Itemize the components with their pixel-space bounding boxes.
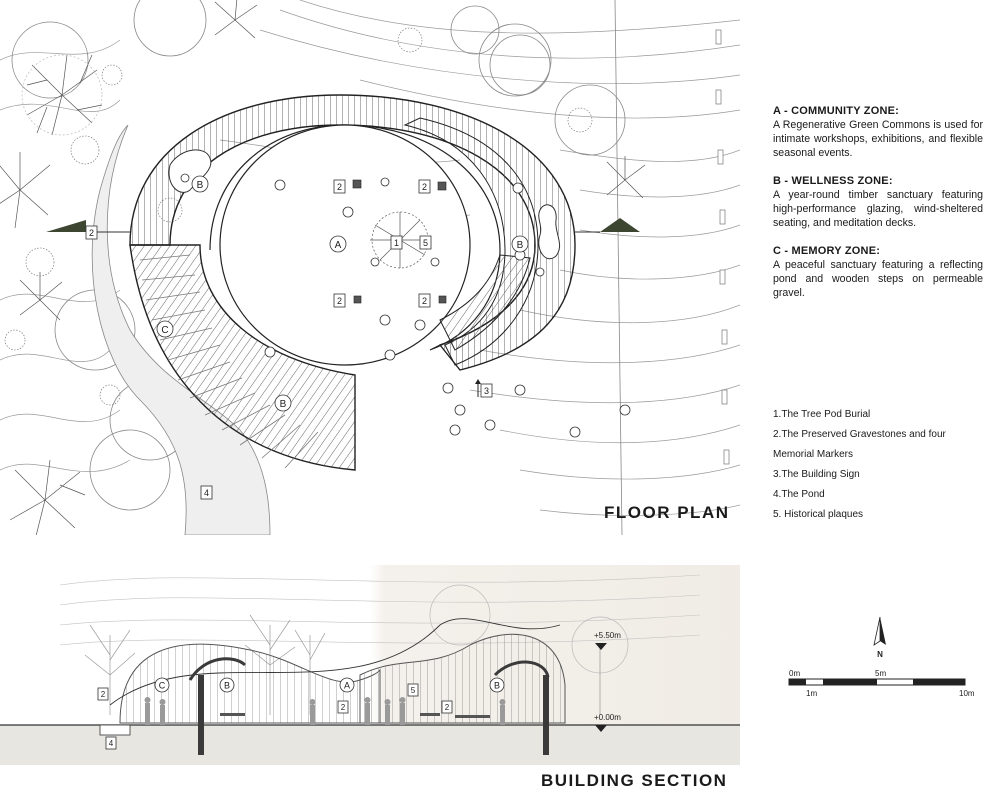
item-marker-2: 2 (337, 296, 342, 306)
item-marker-5: 5 (411, 686, 416, 695)
section-marker-right (600, 218, 640, 232)
item-marker-2: 2 (445, 703, 450, 712)
canopy-right (359, 633, 566, 724)
item-marker-5: 5 (423, 238, 428, 248)
tree-sketches (0, 0, 646, 535)
zone-marker-c: C (159, 681, 166, 691)
section-people (144, 697, 506, 725)
tree-canopies (11, 0, 626, 511)
gravestones (352, 179, 447, 304)
item-marker-2: 2 (89, 228, 94, 238)
item-marker-1: 1 (394, 238, 399, 248)
item-marker-3: 3 (484, 386, 489, 396)
item-marker-2: 2 (341, 703, 346, 712)
zone-marker-b: B (280, 399, 287, 410)
key-item: Memorial Markers (773, 449, 854, 460)
item-marker-4: 4 (204, 488, 209, 498)
zone-memory: C - MEMORY ZONE: A peaceful sanctuary fe… (773, 244, 983, 300)
floor-plan-drawing: A B B B C 1 5 2 2 2 2 2 3 (0, 0, 740, 535)
zone-marker-b: B (494, 681, 500, 691)
north-label: N (877, 650, 883, 659)
benches (220, 713, 490, 718)
key-item: 1.The Tree Pod Burial (773, 409, 871, 420)
zone-marker-b: B (197, 180, 204, 191)
columns (198, 675, 549, 755)
floor-plan-title: FLOOR PLAN (604, 503, 730, 522)
level-top: +5.50m (594, 631, 621, 640)
zone-description: A year-round timber sanctuary featuring … (773, 189, 983, 229)
scale-bar: 0m 5m 1m 10m (788, 669, 975, 698)
parking-marks (715, 29, 730, 465)
scale-label: 10m (959, 689, 975, 698)
item-marker-2: 2 (101, 690, 106, 699)
key-item: 3.The Building Sign (773, 469, 860, 480)
pond-right (538, 204, 561, 260)
zone-description: A peaceful sanctuary featuring a reflect… (773, 259, 983, 299)
zone-marker-c: C (161, 325, 168, 336)
zone-community: A - COMMUNITY ZONE: A Regenerative Green… (773, 104, 983, 160)
zone-marker-a: A (335, 240, 342, 251)
zone-title: B - WELLNESS ZONE: (773, 175, 893, 187)
zone-marker-a: A (344, 681, 350, 691)
zone-legend: A - COMMUNITY ZONE: A Regenerative Green… (773, 104, 983, 314)
zone-title: A - COMMUNITY ZONE: (773, 105, 900, 117)
item-marker-2: 2 (422, 182, 427, 192)
zone-marker-b: B (224, 681, 230, 691)
section-zone-markers: C B A B (154, 677, 505, 693)
road-edge (614, 0, 623, 535)
item-marker-2: 2 (422, 296, 427, 306)
key-item: 2.The Preserved Gravestones and four (773, 429, 946, 440)
scale-label: 1m (806, 689, 817, 698)
key-item: 4.The Pond (773, 489, 825, 500)
zone-marker-b: B (517, 240, 524, 251)
memory-steps (139, 254, 319, 469)
zone-title: C - MEMORY ZONE: (773, 245, 881, 257)
key-item: 5. Historical plaques (773, 509, 864, 520)
building-section-title: BUILDING SECTION (541, 771, 728, 790)
item-marker-2: 2 (337, 182, 342, 192)
zone-wellness: B - WELLNESS ZONE: A year-round timber s… (773, 174, 983, 230)
level-markers: +5.50m +0.00m (594, 631, 621, 732)
building-section-drawing: +5.50m +0.00m C B A B 2 2 2 5 4 (0, 565, 740, 765)
plan-zone-markers: A B B B C (156, 175, 529, 412)
plan-item-markers: 1 5 2 2 2 2 2 3 4 (85, 179, 493, 500)
north-arrow-icon: N (873, 616, 886, 659)
zone-description: A Regenerative Green Commons is used for… (773, 119, 983, 159)
pond-left (168, 149, 212, 193)
scale-label: 5m (875, 669, 886, 678)
item-key-list: 1.The Tree Pod Burial 2.The Preserved Gr… (773, 405, 983, 525)
pond-cut (99, 724, 131, 736)
people-figures (180, 173, 631, 438)
level-ground: +0.00m (594, 713, 621, 722)
scale-label: 0m (789, 669, 800, 678)
section-marker-left (46, 220, 86, 232)
item-marker-4: 4 (109, 739, 114, 748)
section-item-markers: 2 2 2 5 4 (97, 683, 453, 750)
